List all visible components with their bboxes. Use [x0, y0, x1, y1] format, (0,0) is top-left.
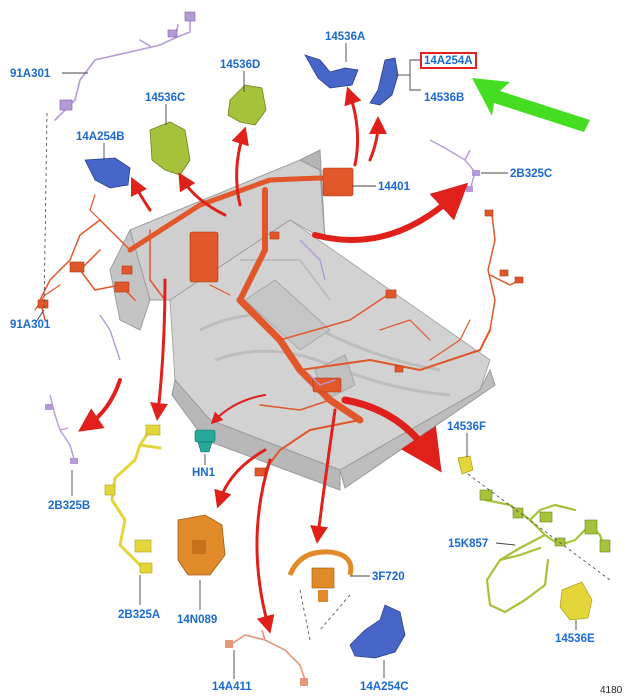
arrow-to-2B325C	[312, 182, 469, 243]
label-14A411: 14A411	[212, 681, 252, 693]
figure-number: 4180	[600, 685, 623, 696]
floor-pan	[109, 149, 496, 491]
label-2B325B: 2B325B	[48, 500, 90, 512]
label-91A301: 91A301	[10, 68, 51, 80]
arrow-to-14536C	[178, 172, 227, 217]
arrow-to-2B325B	[78, 378, 122, 432]
label-2B325A: 2B325A	[118, 609, 160, 621]
label-14A254A: 14A254A	[424, 55, 473, 67]
harness-purple-floor	[99, 239, 336, 386]
arrow-to-15K857	[341, 396, 442, 473]
arrow-to-3F720	[310, 408, 337, 544]
label-3F720: 3F720	[372, 571, 405, 583]
bracket-14A254A	[369, 57, 399, 106]
harness-91A301-connectors	[59, 11, 196, 111]
label-14A254B: 14A254B	[76, 131, 125, 143]
harness-14A411	[229, 629, 306, 681]
arrow-to-14A254B	[130, 176, 152, 212]
label-91A301-lower: 91A301	[10, 319, 51, 331]
harness-14A411-connectors	[225, 640, 308, 686]
label-14536A: 14536A	[325, 31, 365, 43]
label-14536B: 14536B	[424, 92, 464, 104]
callout-lines	[35, 43, 577, 679]
harness-3F720	[287, 549, 354, 602]
harness-2B325A	[110, 428, 162, 572]
harness-15K857-connectors	[479, 489, 611, 553]
label-14536F: 14536F	[447, 421, 486, 433]
bracket-14536A	[304, 54, 359, 89]
arrow-to-2B325A	[150, 278, 168, 421]
harness-2B325B	[49, 394, 76, 463]
label-15K857: 15K857	[448, 538, 488, 550]
label-14A254C: 14A254C	[360, 681, 409, 693]
pointer-arrow	[472, 78, 590, 132]
part-labels: 91A301 14536A 14A254A 14536D 14536B 1453…	[10, 31, 595, 693]
bracket-14536F	[457, 455, 474, 475]
main-harness-connectors	[37, 167, 524, 477]
bracket-14A254C	[349, 604, 406, 659]
bracket-14536C	[149, 121, 191, 176]
arrow-to-14N089	[214, 448, 267, 509]
label-2B325C: 2B325C	[510, 168, 552, 180]
bracket-14536D	[227, 84, 267, 126]
highlight-box	[420, 52, 477, 69]
dashed-leaders	[43, 112, 611, 641]
bracket-14A254B	[84, 157, 131, 189]
harness-2B325B-connectors	[45, 404, 78, 464]
label-14536C: 14536C	[145, 92, 185, 104]
arrow-to-14536D	[231, 126, 249, 207]
label-14536E: 14536E	[555, 633, 595, 645]
arrow-to-HN1	[210, 394, 266, 425]
label-HN1: HN1	[192, 467, 216, 479]
module-14N089	[177, 514, 226, 576]
harness-2B325C	[429, 139, 476, 191]
label-14536D: 14536D	[220, 59, 260, 71]
harness-2B325C-connectors	[466, 170, 480, 192]
arrow-to-14536A	[344, 86, 362, 167]
arrow-to-14A411	[255, 458, 275, 634]
arrow-to-14A254A	[368, 116, 387, 162]
bracket-14536E	[559, 581, 593, 621]
assembly-arrows	[78, 86, 469, 634]
label-14401: 14401	[378, 181, 411, 193]
fastener-HN1	[194, 429, 216, 453]
label-14N089: 14N089	[177, 614, 217, 626]
harness-2B325A-connectors	[104, 424, 161, 574]
